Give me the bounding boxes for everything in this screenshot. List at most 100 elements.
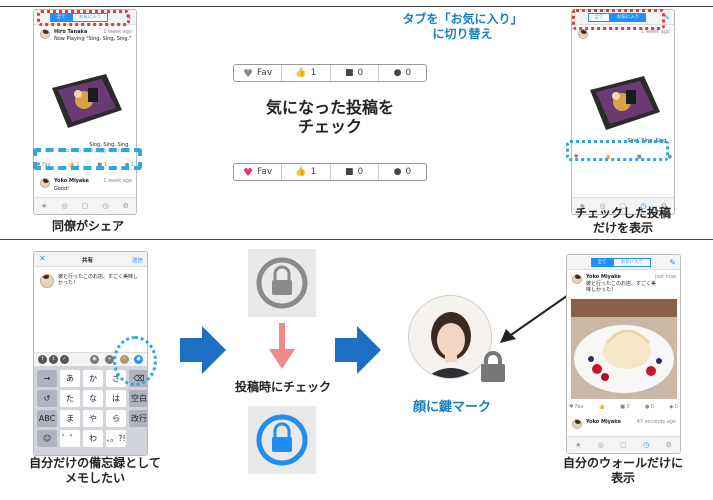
camera-icon[interactable]: ◉ [90, 355, 99, 364]
keyboard-key[interactable]: ABC [37, 410, 57, 427]
like-button[interactable]: 👍 1 [68, 162, 79, 168]
settings-icon[interactable]: ⚙ [665, 441, 672, 449]
phone-header: 全て お気に入り ✎ [572, 10, 674, 25]
chat-count: 0 [650, 404, 655, 410]
like-count: 1 [310, 167, 317, 177]
keyboard-key[interactable]: は [106, 390, 126, 407]
comment-button[interactable]: ■ 0 [620, 404, 630, 410]
comment-button[interactable]: ■ 1 [97, 162, 107, 168]
location-icon[interactable]: ⌖ [105, 355, 114, 364]
like-button[interactable]: 👍1 [282, 164, 331, 180]
post-text: 彼と行ったこのお店、すごく美味しかった！ [586, 281, 657, 293]
like-button[interactable]: 👍1 [282, 65, 331, 81]
keyboard-key[interactable]: あ [60, 370, 80, 387]
compose-text[interactable]: 彼と行ったこのお店、すごく美味しかった！ [58, 274, 139, 286]
heart-icon: ♥ [243, 66, 253, 80]
like-button[interactable]: 👍 [604, 154, 611, 160]
keyboard-key[interactable]: 空白 [129, 390, 147, 407]
comment-button[interactable]: ■0 [331, 164, 379, 180]
settings-icon[interactable]: ⚙ [660, 202, 667, 210]
chat-count: 0 [405, 68, 412, 78]
star-icon[interactable]: ★ [41, 202, 48, 210]
share-button[interactable]: ◆ 0 [669, 404, 678, 410]
chat-button[interactable]: ● 1 [125, 162, 134, 168]
reply-user: Yoko Miyake [54, 178, 89, 184]
avatar [40, 29, 50, 39]
post-time: 1 week ago [103, 29, 132, 35]
chat-icon: ● [124, 162, 130, 168]
close-icon[interactable]: ✕ [39, 254, 46, 263]
keyboard-key[interactable]: ↺ [37, 390, 57, 407]
send-button[interactable]: 送信 [131, 258, 143, 264]
reply-time: 1 week ago [103, 178, 132, 184]
keyboard-key[interactable]: → [37, 370, 57, 387]
compose-title: 共有 [82, 258, 94, 264]
tab-favorites[interactable]: お気に入り [72, 13, 108, 22]
chat-bubble-icon[interactable]: ◎ [597, 441, 604, 449]
clock-icon[interactable]: ◷ [643, 441, 650, 449]
chat-icon: ● [393, 167, 402, 177]
keyboard-key[interactable]: 改行 [129, 410, 147, 427]
keyboard-key[interactable]: ら [106, 410, 126, 427]
fav-label: Fav [256, 68, 273, 78]
action-row: ♥ Fav 👍 ■ 0 ● 0 ◆ 0 [569, 402, 678, 412]
keyboard-key[interactable]: ☺ [37, 430, 57, 447]
check-icon[interactable]: ✓ [60, 355, 69, 364]
top-rule [0, 6, 713, 7]
avatar [40, 274, 54, 288]
chat-icon: ● [644, 404, 650, 410]
comment-icon: ■ [345, 167, 354, 177]
file-icon[interactable]: ▢ [81, 202, 89, 210]
like-button[interactable]: 👍 [598, 404, 605, 410]
chat-button[interactable]: ●0 [379, 65, 426, 81]
phone-shared-post: 全て お気に入り ✎ Hiro Tanaka 1 week ago Now Pl… [33, 9, 137, 215]
compose-icon[interactable]: ✎ [669, 258, 676, 267]
chat-bubble-icon[interactable]: ◎ [61, 202, 68, 210]
chat-button[interactable]: ● [667, 154, 672, 160]
tab-all[interactable]: 全て [588, 13, 610, 22]
keyboard-key[interactable]: か [83, 370, 103, 387]
comment-button[interactable]: ■0 [331, 65, 379, 81]
star-icon[interactable]: ★ [575, 441, 582, 449]
keyboard-key[interactable]: や [83, 410, 103, 427]
tab-favorites[interactable]: お気に入り [610, 13, 646, 22]
keyboard-key[interactable]: 、。?! [106, 430, 126, 447]
compose-icon[interactable]: ✎ [663, 13, 670, 22]
phone-compose: ✕ 共有 送信 彼と行ったこのお店、すごく美味しかった！ f t ✓ ◉ ⌖ 🔒… [33, 251, 148, 456]
bottom-tabbar: ★ ◎ ▢ ◷ ⚙ [572, 197, 674, 214]
tab-all[interactable]: 全て [50, 13, 72, 22]
tab-all[interactable]: 全て [591, 258, 613, 267]
clock-icon[interactable]: ◷ [640, 202, 647, 210]
dessert-photo [571, 299, 677, 399]
comment-button[interactable]: ■ [636, 154, 642, 160]
fav-button[interactable]: ♥Fav [234, 65, 283, 81]
fav-button[interactable]: ♥ Fav [569, 404, 584, 410]
keyboard-key[interactable]: わ [83, 430, 103, 447]
file-icon[interactable]: ▢ [620, 441, 627, 449]
tab-favorites[interactable]: お気に入り [613, 258, 651, 267]
comment-count: 0 [626, 404, 630, 410]
keyboard-key[interactable]: な [83, 390, 103, 407]
fav-button[interactable]: ♥Fav [234, 164, 283, 180]
phone-my-wall: 全て お気に入り ✎ Yoko Miyake just now 彼と行ったこのお… [566, 254, 681, 454]
chat-count: 1 [130, 162, 134, 168]
fav-button[interactable]: ♥ Fav [36, 162, 51, 168]
keyboard-key[interactable]: ま [60, 410, 80, 427]
album-cover-image [586, 72, 662, 134]
chat-button[interactable]: ●0 [379, 164, 426, 180]
post-time: 1 week ago [641, 29, 670, 35]
file-icon[interactable]: ▢ [619, 202, 627, 210]
keyboard-key[interactable]: ゛゜ [60, 430, 80, 447]
facebook-icon[interactable]: f [38, 355, 47, 364]
clock-icon[interactable]: ◷ [102, 202, 109, 210]
chat-bubble-icon[interactable]: ◎ [599, 202, 606, 210]
fav-button[interactable]: ♥ [574, 154, 579, 160]
keyboard-key[interactable]: た [60, 390, 80, 407]
caption-line: メモしたい [64, 471, 125, 485]
twitter-icon[interactable]: t [49, 355, 58, 364]
chat-button[interactable]: ● 0 [645, 404, 654, 410]
settings-icon[interactable]: ⚙ [122, 202, 129, 210]
star-icon[interactable]: ★ [579, 202, 586, 210]
avatar [572, 274, 582, 284]
post-user: Yoko Miyake [586, 274, 621, 280]
